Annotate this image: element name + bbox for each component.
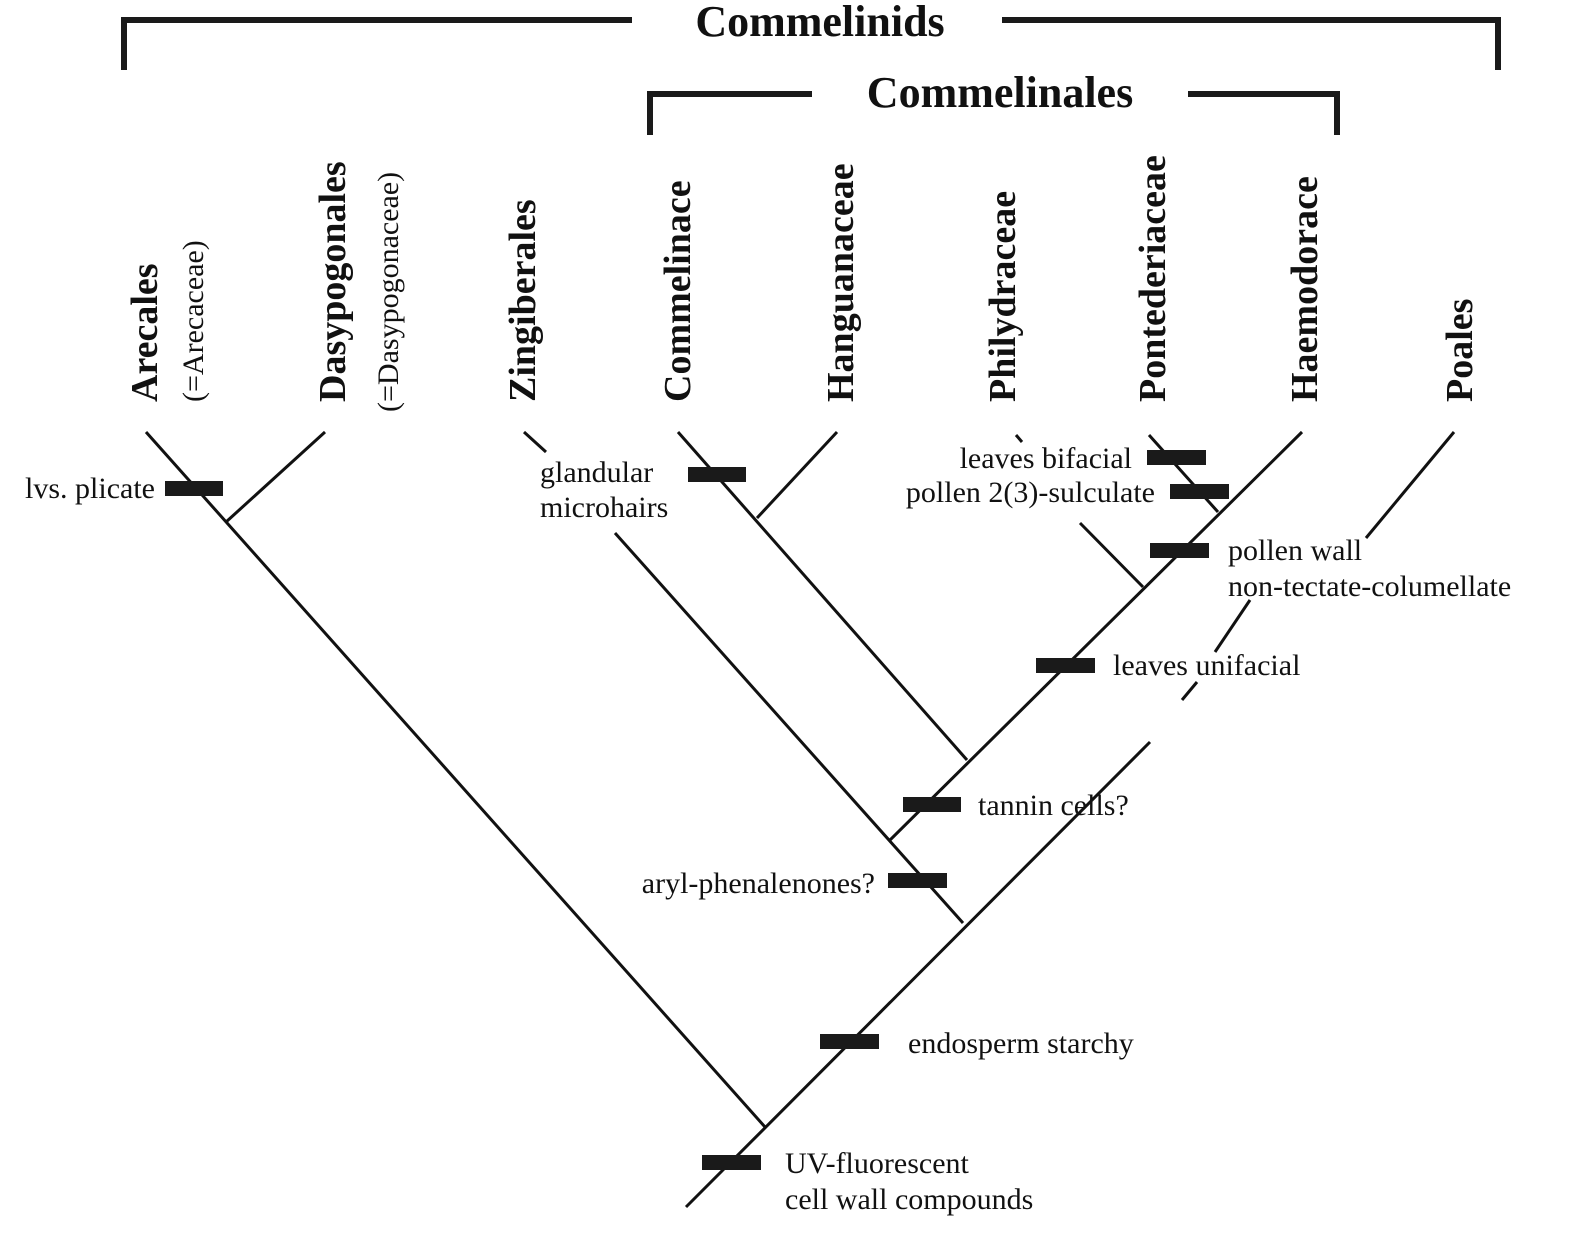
branch-zingiberales bbox=[613, 532, 965, 924]
branch-philydraceae-top bbox=[1014, 434, 1024, 443]
mark-tannin-cells bbox=[903, 797, 961, 812]
mark-lvs-plicate bbox=[165, 481, 223, 496]
taxon-label-haemodorace: Haemodorace bbox=[1284, 176, 1326, 402]
char-label-glandular: glandular bbox=[540, 456, 653, 489]
branch-philydraceae bbox=[1078, 521, 1145, 589]
char-label-lvs-plicate: lvs. plicate bbox=[25, 472, 155, 505]
taxon-label-pontederiaceae: Pontederiaceae bbox=[1132, 155, 1174, 402]
branch-poales bbox=[684, 740, 1152, 1209]
commelinids-bracket-right bbox=[1002, 17, 1501, 70]
branch-arecales bbox=[144, 431, 767, 1128]
mark-glandular-microhairs bbox=[688, 467, 746, 482]
mark-aryl-phenalenones bbox=[888, 873, 947, 888]
commelinids-label: Commelinids bbox=[695, 0, 944, 46]
taxon-note-dasypogonales: (=Dasypogonaceae) bbox=[372, 172, 405, 412]
char-label-aryl-phenalenones: aryl-phenalenones? bbox=[642, 867, 875, 900]
mark-pollen-sulculate bbox=[1170, 484, 1229, 499]
commelinales-bracket: Commelinales bbox=[647, 68, 1340, 135]
char-label-endosperm-starchy: endosperm starchy bbox=[908, 1027, 1134, 1060]
char-label-pollen-wall: pollen wall bbox=[1228, 534, 1362, 567]
branch-poales-low bbox=[1180, 681, 1199, 701]
character-labels: lvs. plicate glandular microhairs leaves… bbox=[25, 442, 1511, 1216]
char-label-leaves-unifacial: leaves unifacial bbox=[1113, 649, 1300, 682]
branch-pontederiaceae bbox=[1147, 433, 1220, 514]
char-label-microhairs: microhairs bbox=[540, 491, 668, 524]
taxon-label-commelinace: Commelinace bbox=[657, 180, 699, 402]
char-label-pollen-sulculate: pollen 2(3)-sulculate bbox=[906, 476, 1155, 509]
char-label-uv-fluorescent: UV-fluorescent bbox=[785, 1147, 970, 1180]
commelinids-bracket-left bbox=[121, 17, 632, 70]
mark-leaves-bifacial bbox=[1147, 450, 1206, 465]
char-label-leaves-bifacial: leaves bifacial bbox=[960, 442, 1132, 475]
char-label-tannin-cells: tannin cells? bbox=[978, 789, 1129, 822]
character-marks bbox=[165, 450, 1229, 1170]
commelinales-bracket-left bbox=[647, 91, 812, 135]
branch-commelinace bbox=[676, 431, 969, 761]
taxon-label-philydraceae: Philydraceae bbox=[982, 191, 1024, 402]
mark-uv-fluorescent bbox=[702, 1155, 761, 1170]
mark-pollen-wall bbox=[1150, 543, 1209, 558]
taxon-label-poales: Poales bbox=[1439, 299, 1481, 402]
branches bbox=[144, 430, 1456, 1209]
branch-hanguanaceae bbox=[755, 430, 839, 520]
mark-leaves-unifacial bbox=[1036, 658, 1095, 673]
branch-poales-top bbox=[1364, 431, 1456, 539]
taxon-label-hanguanaceae: Hanguanaceae bbox=[820, 163, 862, 402]
char-label-cell-wall-compounds: cell wall compounds bbox=[785, 1183, 1033, 1216]
mark-endosperm-starchy bbox=[820, 1034, 879, 1049]
taxon-labels: Arecales (=Arecaceae) Dasypogonales (=Da… bbox=[124, 155, 1481, 412]
commelinids-bracket: Commelinids bbox=[121, 0, 1501, 70]
commelinales-bracket-right bbox=[1188, 91, 1340, 135]
taxon-note-arecales: (=Arecaceae) bbox=[177, 240, 210, 402]
branch-poales-mid bbox=[1213, 599, 1252, 653]
branch-dasypogonales bbox=[224, 430, 327, 524]
taxon-label-zingiberales: Zingiberales bbox=[502, 199, 544, 402]
char-label-non-tectate: non-tectate-columellate bbox=[1228, 570, 1511, 603]
branch-haemodorace bbox=[888, 430, 1304, 842]
taxon-label-arecales: Arecales bbox=[124, 263, 166, 402]
branch-zingiberales-top bbox=[522, 430, 548, 454]
taxon-label-dasypogonales: Dasypogonales bbox=[312, 161, 354, 402]
commelinales-label: Commelinales bbox=[867, 68, 1133, 117]
